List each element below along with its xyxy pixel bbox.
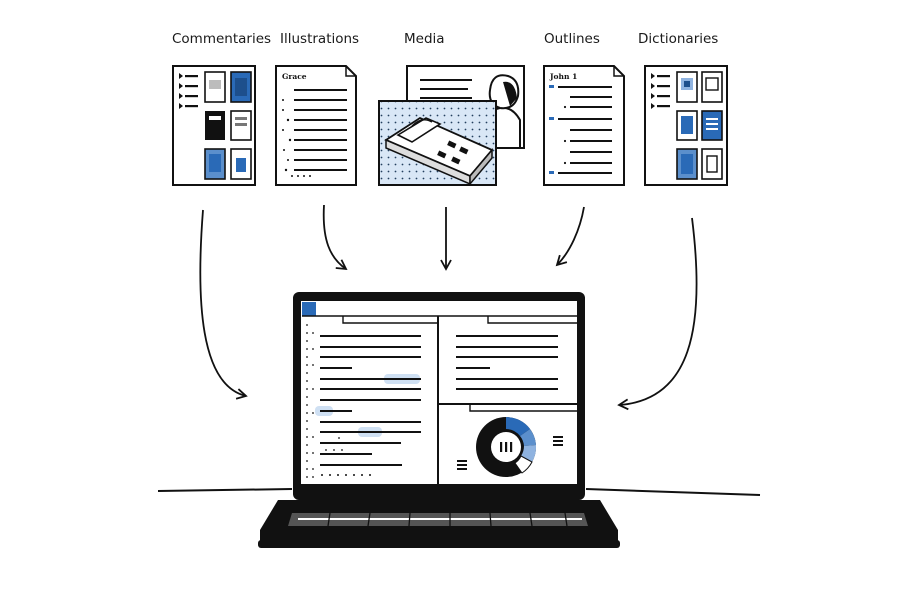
table-surface xyxy=(157,488,293,492)
dictionaries-card xyxy=(644,65,728,186)
arrow-icon xyxy=(199,204,698,411)
donut-chart-icon xyxy=(476,417,537,477)
label-illustrations: Illustrations xyxy=(280,31,360,47)
label-dictionaries: Dictionaries xyxy=(638,31,719,47)
label-media: Media xyxy=(404,31,445,47)
illustrations-doc-title: Grace xyxy=(282,72,307,81)
list-icon xyxy=(179,73,198,109)
video-icon xyxy=(384,116,494,187)
dictionary-book-icon xyxy=(676,71,723,180)
label-outlines: Outlines xyxy=(544,31,600,47)
label-commentaries: Commentaries xyxy=(172,31,272,47)
outlines-card: John 1 xyxy=(543,65,625,186)
commentaries-card xyxy=(172,65,256,186)
illustrations-card: Grace xyxy=(275,65,357,186)
laptop-screen xyxy=(302,302,577,484)
book-icon xyxy=(204,71,252,180)
laptop-icon xyxy=(258,292,620,548)
media-card xyxy=(378,65,525,187)
outlines-doc-title: John 1 xyxy=(549,72,577,81)
